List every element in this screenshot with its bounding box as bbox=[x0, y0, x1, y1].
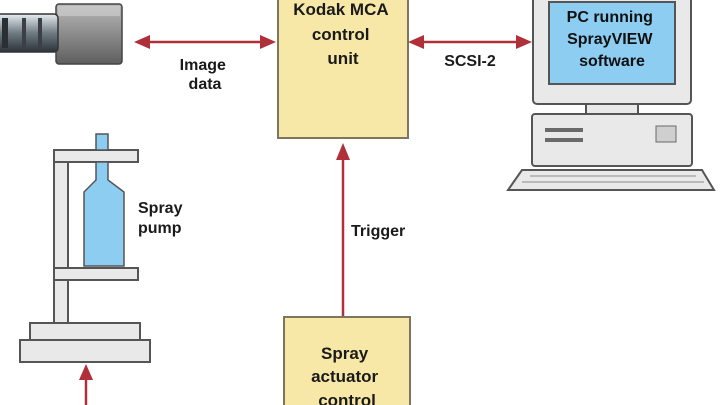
trigger-label: Trigger bbox=[351, 223, 405, 240]
pc-screen bbox=[548, 1, 676, 85]
actuator-label: Spray actuator control bbox=[311, 344, 383, 405]
image-data-label: Image data bbox=[180, 57, 231, 93]
pc-label-line-3: software bbox=[579, 53, 645, 70]
actuator-label-line-1: Spray bbox=[321, 344, 369, 363]
camera-icon bbox=[0, 3, 123, 65]
image-data-connection bbox=[134, 35, 276, 49]
pump-label: Spray pump bbox=[138, 200, 187, 237]
actuator-label-line-3: control bbox=[318, 391, 376, 405]
control-unit-node: Kodak MCA control unit bbox=[277, 0, 409, 139]
actuator-label-line-2: actuator bbox=[311, 367, 378, 386]
image-data-label-line-2: data bbox=[189, 76, 222, 93]
pc-node: PC running SprayVIEW software bbox=[506, 0, 716, 191]
control-unit-label: Kodak MCA control unit bbox=[293, 0, 393, 68]
control-unit-label-line-1: Kodak MCA bbox=[293, 0, 388, 19]
pc-label-line-1: PC running bbox=[567, 9, 653, 26]
control-unit-label-line-2: control bbox=[312, 25, 370, 44]
pump-node: Spray pump bbox=[19, 133, 187, 363]
pc-label-line-2: SprayVIEW bbox=[567, 31, 653, 48]
pump-bottle-icon bbox=[83, 133, 125, 267]
control-unit-label-line-3: unit bbox=[327, 49, 358, 68]
scsi-connection bbox=[408, 35, 532, 49]
actuator-node: Spray actuator control bbox=[283, 316, 411, 405]
scsi-label: SCSI-2 bbox=[444, 53, 496, 70]
pump-label-line-2: pump bbox=[138, 220, 182, 237]
image-data-label-line-1: Image bbox=[180, 57, 226, 74]
pump-label-line-1: Spray bbox=[138, 200, 183, 217]
pc-label: PC running SprayVIEW software bbox=[567, 9, 658, 70]
trigger-connection bbox=[336, 143, 350, 316]
actuator-pump-connection bbox=[79, 364, 93, 405]
